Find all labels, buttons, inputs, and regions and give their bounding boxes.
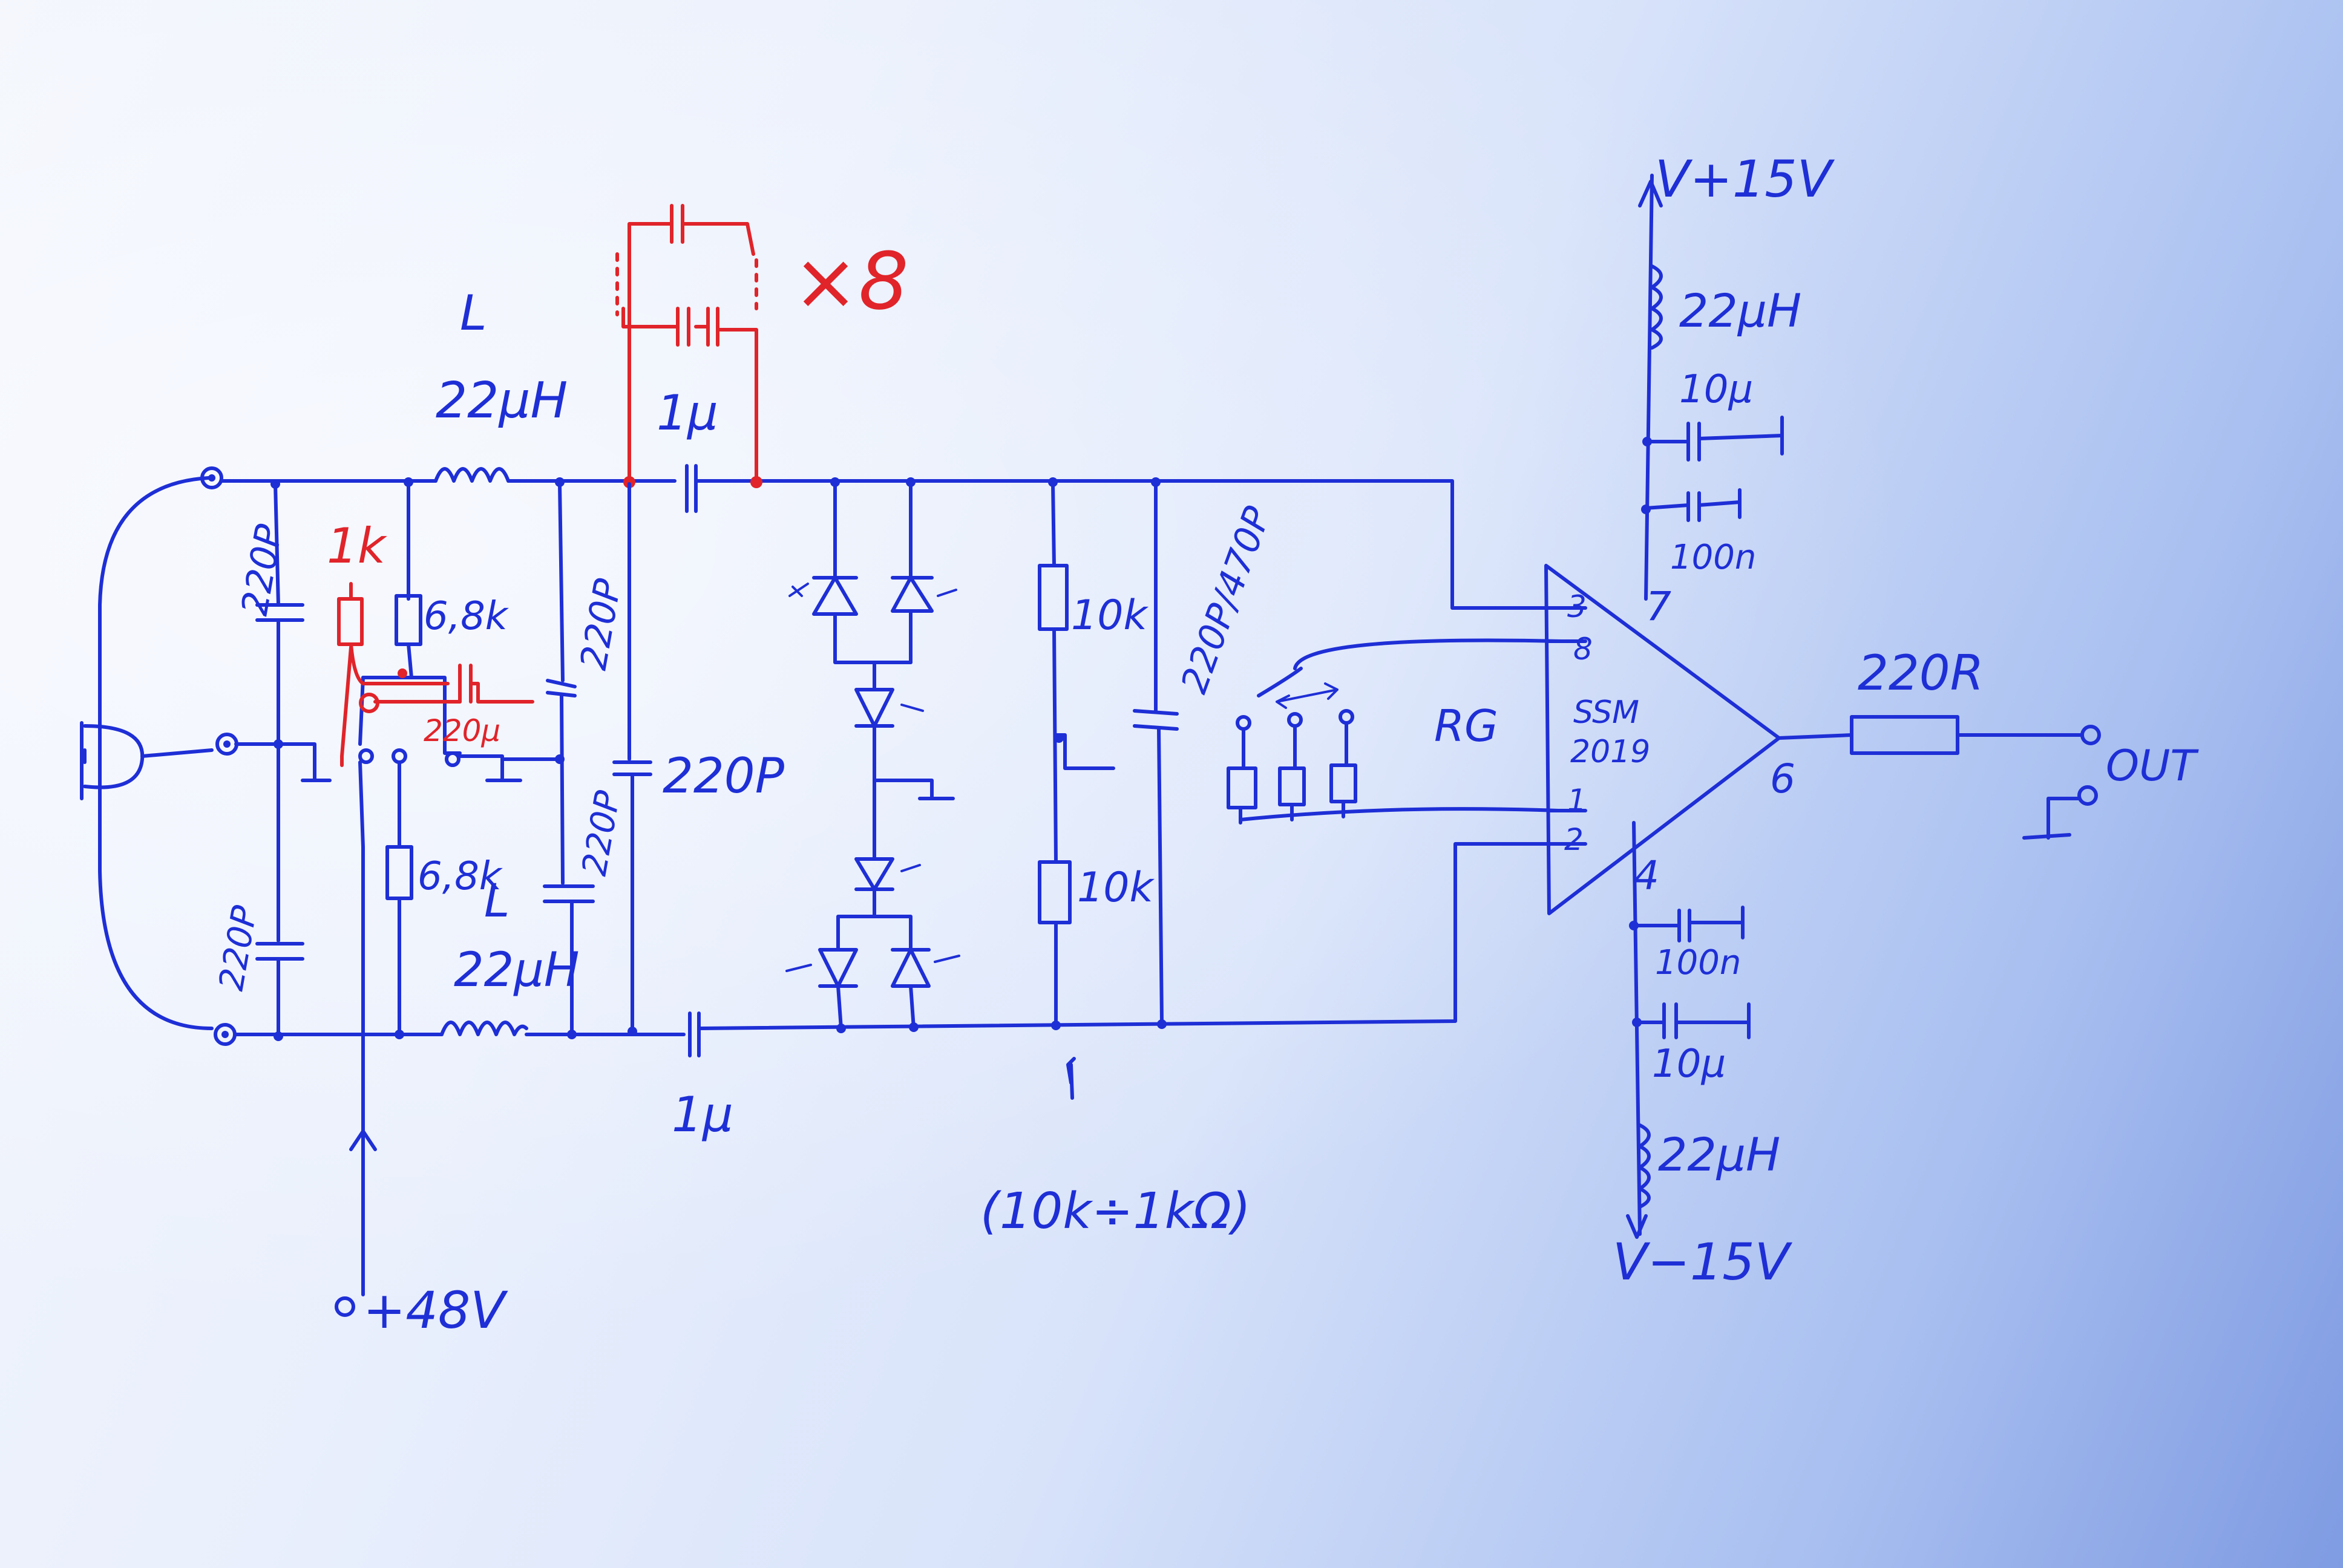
middle-filter-caps — [543, 482, 652, 1036]
output-resistor-label: 220R — [1858, 645, 1984, 701]
pin-8: 8 — [1573, 632, 1593, 667]
divider-bottom-label: 10k — [1077, 864, 1155, 912]
left-shunt-caps — [234, 482, 332, 1036]
rg-network — [1227, 638, 1563, 825]
pos-cap-big-label: 10μ — [1679, 367, 1753, 412]
parallel-caps-multiplier: ×8 — [793, 235, 909, 327]
pin-7: 7 — [1646, 583, 1671, 630]
ic-number: 2019 — [1570, 734, 1650, 770]
divider-resistors — [1038, 482, 1115, 1100]
supply-positive-label: V+15V — [1655, 149, 1835, 209]
red-resistor-label: 1k — [327, 518, 387, 574]
neg-cap-big-label: 10μ — [1652, 1042, 1726, 1086]
pin-4: 4 — [1634, 852, 1659, 899]
coupling-cap-bottom-label: 1μ — [672, 1086, 733, 1143]
red-cap-label: 220μ — [424, 713, 500, 748]
xlr-connector — [80, 466, 238, 1046]
neg-choke-label: 22μH — [1658, 1128, 1780, 1181]
input-cap-220-470 — [1133, 482, 1179, 1024]
pin-3: 3 — [1567, 589, 1587, 624]
pin-1: 1 — [1567, 783, 1587, 818]
cap-mid-a-label: 220P — [572, 575, 630, 673]
opamp-ssm2019 — [1544, 174, 1853, 1239]
resistor-bottom-label: 6,8k — [418, 854, 503, 899]
output-label: OUT — [2106, 741, 2199, 791]
negative-supply-filter — [1629, 906, 1751, 1209]
top-rail — [220, 464, 1551, 610]
pin-2: 2 — [1564, 822, 1584, 857]
pos-cap-small-label: 100n — [1670, 538, 1756, 577]
supply-negative-label: V−15V — [1613, 1232, 1793, 1292]
neg-cap-small-label: 100n — [1655, 943, 1741, 982]
phantom-power-label: +48V — [363, 1281, 508, 1340]
divider-top-label: 10k — [1071, 592, 1149, 639]
pos-choke-label: 22μH — [1679, 284, 1801, 338]
pin-6: 6 — [1770, 756, 1795, 802]
inductor-group-letter: L — [460, 285, 487, 341]
cap-bottom-left-label: 220P — [212, 903, 265, 993]
input-cap-label: 220P/470P — [1173, 501, 1279, 699]
top-inductor-value: 22μH — [436, 372, 568, 430]
ic-name: SSM — [1573, 694, 1639, 731]
divider-note: (10k÷1kΩ) — [980, 1183, 1251, 1240]
cap-mid-b-label: 220P — [663, 748, 785, 804]
cap-mid-c-label: 220P — [575, 788, 628, 878]
gain-resistor-label: RG — [1434, 701, 1498, 751]
protection-diodes — [785, 482, 960, 1030]
resistor-top-label: 6,8k — [424, 594, 510, 639]
bottom-inductor-letter: L — [484, 874, 510, 927]
positive-supply-filter — [1641, 264, 1784, 522]
bottom-inductor-value: 22μH — [454, 943, 580, 998]
coupling-cap-top-label: 1μ — [657, 385, 718, 441]
red-modifications — [337, 204, 762, 767]
output-stage — [1850, 715, 2101, 840]
